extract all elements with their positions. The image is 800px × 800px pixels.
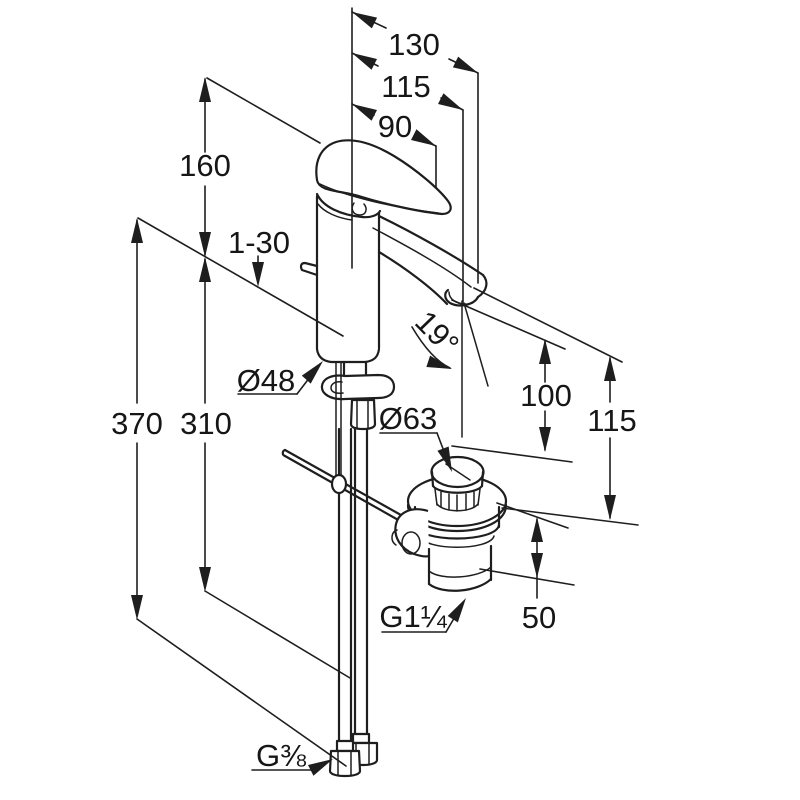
dim-160-ref-oblique (206, 77, 321, 144)
dim-90-label: 90 (378, 109, 412, 144)
lever-hook-detail (351, 202, 367, 216)
spout-chamfer (372, 227, 472, 288)
lever-chamfer (319, 183, 439, 214)
body-base (315, 347, 381, 364)
dim-115-right-label: 115 (587, 403, 636, 438)
dimension-labels: 130 115 90 160 1-30 Ø48 370 310 Ø63 19° … (111, 27, 637, 773)
rod-joint-ball (330, 473, 348, 495)
rod-top-edge (283, 448, 419, 526)
rod-bottom-edge (283, 454, 418, 532)
mounting-hardware (320, 360, 396, 778)
dim-g38-label: G⅜ (256, 738, 306, 773)
dim-370-label: 370 (111, 406, 163, 441)
hose-left-nut (328, 749, 362, 778)
angle-slant-ref (463, 302, 489, 387)
dim-115r-ref-bottom (501, 507, 639, 526)
lever-handle (315, 139, 452, 216)
mounting-plane-line (137, 217, 344, 337)
hose-right-collar (351, 732, 371, 745)
faucet-outline (299, 139, 488, 364)
spout-tip-face (476, 273, 488, 299)
shank-hex-nut (349, 398, 377, 431)
dim-100-label: 100 (520, 378, 572, 413)
clamp-bracket (320, 373, 396, 401)
dim-310-label: 310 (180, 406, 232, 441)
dim-50-ref-top (496, 502, 569, 529)
plug-cap-bottom (431, 484, 484, 494)
dim-130-label: 130 (388, 27, 440, 62)
dim-100-ref-top (451, 299, 566, 350)
dim-50-ref-bottom (479, 568, 575, 586)
pop-up-waste (391, 455, 508, 592)
waste-body-bottom (427, 577, 493, 592)
dim-160-label: 160 (179, 148, 231, 183)
dim-100-ref-bottom (451, 445, 573, 463)
neck-lower-curve (317, 203, 353, 221)
pull-rod-tab (299, 261, 319, 277)
angle-19-label: 19° (408, 304, 466, 362)
spout-top-edge (377, 214, 485, 277)
aerator-outer (444, 288, 480, 307)
dim-50-label: 50 (522, 600, 556, 635)
dim-310-ref-oblique (204, 590, 351, 679)
rod-end-cap (281, 448, 287, 458)
dim-48-label: Ø48 (237, 363, 296, 398)
dim-115-top-label: 115 (381, 69, 430, 104)
neck-upper-curve (315, 192, 382, 219)
dim-370-ref-oblique (136, 618, 347, 767)
dimension-lines (131, 6, 639, 776)
plug-cap-side-l (430, 470, 435, 488)
dim-1-30-label: 1-30 (228, 225, 290, 260)
joint-ball-nut (401, 531, 421, 555)
dim-g114-label: G1¼ (379, 599, 447, 634)
hose-left-collar (335, 739, 355, 753)
joint-pin (391, 529, 398, 546)
dim-115r-ref-top (473, 287, 623, 363)
pop-up-rod (281, 448, 419, 532)
crown-left (434, 488, 438, 506)
spout-underside (377, 250, 449, 306)
dim-63-label: Ø63 (379, 401, 438, 436)
plug-cap-side-r (480, 470, 485, 488)
crown-right (477, 488, 481, 506)
